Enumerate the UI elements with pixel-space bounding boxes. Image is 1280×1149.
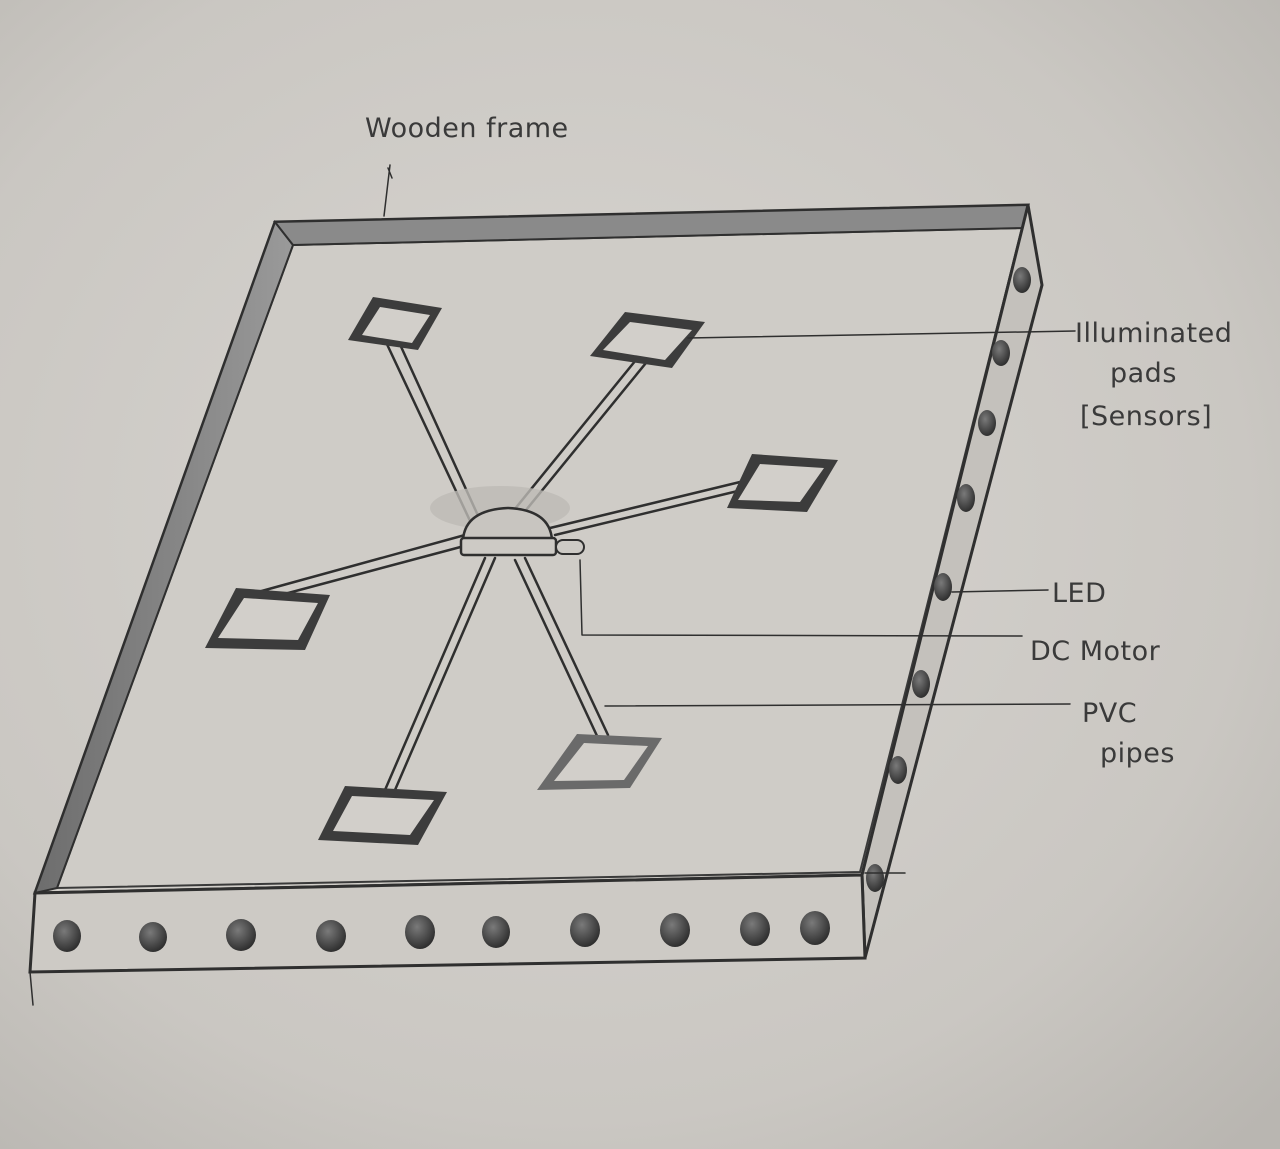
led-hole [316, 920, 346, 952]
label-wooden-frame: Wooden frame [365, 113, 569, 144]
led-hole [570, 913, 600, 947]
led-hole [1013, 267, 1031, 293]
led-hole [226, 919, 256, 951]
led-hole [957, 484, 975, 512]
led-hole [992, 340, 1010, 366]
label-pvc-line1: PVC [1082, 698, 1137, 729]
label-illuminated-line3: [Sensors] [1080, 401, 1212, 432]
motor-shaft [556, 540, 584, 554]
led-hole [800, 911, 830, 945]
led-hole [53, 920, 81, 952]
label-led: LED [1052, 578, 1106, 609]
led-hole [660, 913, 690, 947]
led-hole [912, 670, 930, 698]
led-hole [978, 410, 996, 436]
label-pvc-line2: pipes [1100, 738, 1175, 769]
led-hole [740, 912, 770, 946]
motor-base [461, 538, 556, 555]
label-illuminated-line2: pads [1110, 358, 1177, 389]
label-illuminated-line1: Illuminated [1075, 318, 1232, 349]
label-dc-motor: DC Motor [1030, 636, 1161, 667]
led-hole [482, 916, 510, 948]
led-hole [405, 915, 435, 949]
led-hole [866, 864, 884, 892]
led-hole [934, 573, 952, 601]
led-hole [889, 756, 907, 784]
led-hole [139, 922, 167, 952]
